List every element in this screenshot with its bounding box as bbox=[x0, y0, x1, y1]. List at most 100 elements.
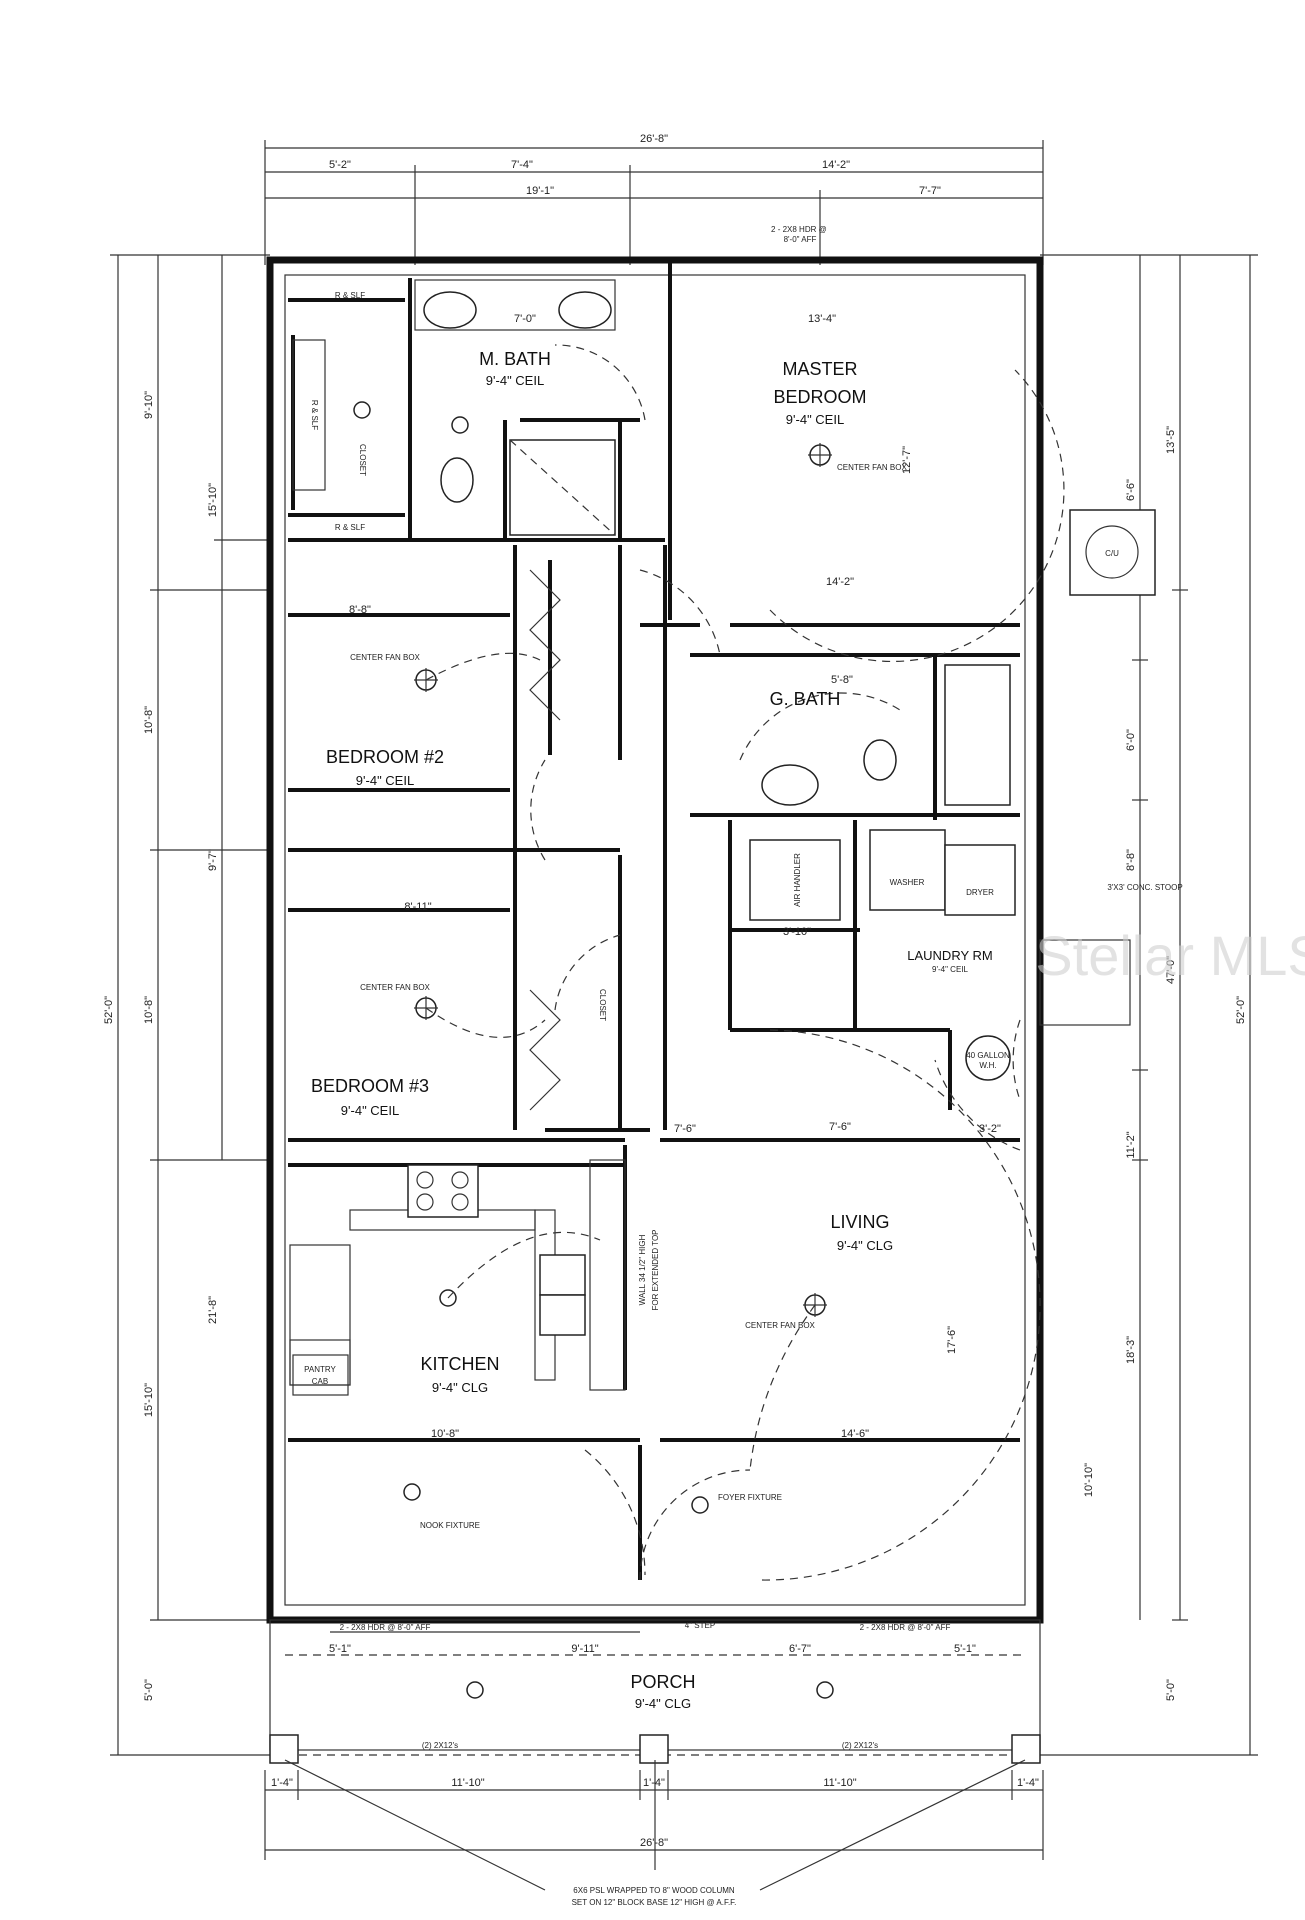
laundry-label: LAUNDRY RM bbox=[907, 948, 992, 963]
dim-right-1: 13'-5" bbox=[1165, 426, 1177, 454]
dim-right-9: 5'-0" bbox=[1165, 1679, 1177, 1701]
mbath-ceil: 9'-4" CEIL bbox=[486, 373, 544, 388]
dim-right-3: 6'-0" bbox=[1125, 729, 1137, 751]
dim-bed3-w: 8'-11" bbox=[404, 901, 431, 913]
closet-doors bbox=[529, 569, 561, 1111]
light-icon bbox=[466, 1681, 484, 1699]
dim-mid-76b: 7'-6" bbox=[829, 1121, 851, 1133]
living-ceil: 9'-4" CLG bbox=[837, 1238, 893, 1253]
dim-mid-76: 7'-6" bbox=[674, 1123, 696, 1135]
dryer-label: DRYER bbox=[966, 888, 994, 897]
dim-master-w: 13'-4" bbox=[808, 313, 836, 325]
top-dimensions: 26'-8" 5'-2" 7'-4" 14'-2" 19'-1" 7'-7" 2… bbox=[264, 133, 1044, 265]
overall-width-top: 26'-8" bbox=[640, 133, 668, 145]
misc-labels: R & SLF R & SLF R & SLF CLOSET CLOSET CE… bbox=[292, 291, 907, 1530]
bot-dim-c1: 1'-4" bbox=[271, 1777, 293, 1789]
exterior-walls bbox=[266, 256, 1044, 1624]
air-handler bbox=[749, 839, 841, 921]
interior-walls bbox=[288, 262, 1020, 1580]
porch-column-left bbox=[269, 1734, 299, 1764]
mbath-toilet bbox=[440, 457, 474, 503]
gbath-label: G. BATH bbox=[770, 689, 841, 709]
mbath-sink-2 bbox=[558, 291, 612, 329]
wall-note-2: FOR EXTENDED TOP bbox=[651, 1229, 660, 1310]
porch-label: PORCH bbox=[630, 1672, 695, 1692]
dim-master-h: 12'-7" bbox=[901, 446, 913, 474]
left-dimensions: 52'-0" 9'-10" 10'-8" 10'-8" 15'-10" 5'-0… bbox=[103, 254, 270, 1756]
inner-dimensions: 7'-0" 13'-4" 12'-7" 14'-2" 8'-8" 8'-11" … bbox=[349, 313, 1001, 1440]
dim-top-5: 7'-7" bbox=[919, 185, 941, 197]
door-swings bbox=[530, 344, 1065, 1581]
dim-left-7: 15'-10" bbox=[143, 1383, 155, 1417]
dim-right-6: 11'-2" bbox=[1125, 1131, 1137, 1158]
porch-dim-l: 5'-1" bbox=[329, 1643, 351, 1655]
overall-width-bottom: 26'-8" bbox=[640, 1837, 668, 1849]
washer bbox=[869, 829, 946, 911]
dim-top-2: 7'-4" bbox=[511, 159, 533, 171]
hdr-note-top: 2 - 2X8 HDR @ 8'-0" AFF bbox=[771, 225, 829, 244]
dim-living-h: 17'-6" bbox=[946, 1326, 958, 1354]
dim-left-6: 21'-8" bbox=[207, 1296, 219, 1324]
light-icon bbox=[451, 416, 469, 434]
fixtures bbox=[353, 401, 834, 1699]
washer-label: WASHER bbox=[890, 878, 925, 887]
light-icon bbox=[816, 1681, 834, 1699]
gbath-toilet bbox=[863, 739, 897, 781]
gbath-tub bbox=[944, 664, 1011, 806]
ac-unit: C/U bbox=[1069, 509, 1156, 596]
closet-label-2: CLOSET bbox=[598, 989, 607, 1021]
light-icon bbox=[353, 401, 371, 419]
range-cooktop bbox=[407, 1164, 479, 1218]
kitchen-label: KITCHEN bbox=[420, 1354, 499, 1374]
dim-mbath-w: 7'-0" bbox=[514, 313, 536, 325]
bed3-ceil: 9'-4" CEIL bbox=[341, 1103, 399, 1118]
pantry-label-1: PANTRY bbox=[304, 1365, 336, 1374]
hdr-note-top-l1: 2 - 2X8 HDR @ bbox=[771, 225, 827, 234]
dim-gbath-w: 5'-8" bbox=[831, 674, 853, 686]
kitchen-ceil: 9'-4" CLG bbox=[432, 1380, 488, 1395]
light-icon bbox=[691, 1496, 709, 1514]
dim-left-8: 5'-0" bbox=[143, 1679, 155, 1701]
hdr-porch-right: 2 - 2X8 HDR @ 8'-0" AFF bbox=[860, 1623, 951, 1632]
bed2-fan-note: CENTER FAN BOX bbox=[350, 653, 420, 662]
dryer bbox=[944, 844, 1016, 916]
porch-dim-r2: 5'-1" bbox=[954, 1643, 976, 1655]
hdr-note-top-l2: 8'-0" AFF bbox=[784, 235, 817, 244]
bed3-fan-note: CENTER FAN BOX bbox=[360, 983, 430, 992]
mbath-label: M. BATH bbox=[479, 349, 551, 369]
column-note-l1: 6X6 PSL WRAPPED TO 8" WOOD COLUMN bbox=[573, 1886, 735, 1895]
dim-living-w: 14'-6" bbox=[841, 1428, 869, 1440]
living-fan-note: CENTER FAN BOX bbox=[745, 1321, 815, 1330]
beam-left: (2) 2X12's bbox=[422, 1741, 458, 1750]
dim-left-2: 15'-10" bbox=[207, 483, 219, 517]
dim-left-5: 10'-8" bbox=[143, 996, 155, 1024]
master-label-1: MASTER bbox=[782, 359, 857, 379]
dim-top-4: 19'-1" bbox=[526, 185, 554, 197]
overall-depth-right: 52'-0" bbox=[1235, 996, 1247, 1024]
beam-right: (2) 2X12's bbox=[842, 1741, 878, 1750]
light-icon bbox=[403, 1483, 421, 1501]
master-fan-note: CENTER FAN BOX bbox=[837, 463, 907, 472]
dim-left-1: 9'-10" bbox=[143, 391, 155, 419]
porch-column-right bbox=[1011, 1734, 1041, 1764]
nook-note: NOOK FIXTURE bbox=[420, 1521, 480, 1530]
right-dimensions: 52'-0" 13'-5" 47'-0" 5'-0" 6'-6" 6'-0" 8… bbox=[1040, 254, 1258, 1756]
overall-depth-left: 52'-0" bbox=[103, 996, 115, 1024]
closet-label-1: CLOSET bbox=[358, 444, 367, 476]
watermark: Stellar MLS bbox=[1035, 924, 1305, 987]
dim-laundry-w: 3'-10" bbox=[783, 926, 811, 938]
water-heater bbox=[965, 1035, 1011, 1081]
dim-right-8: 10'-10" bbox=[1083, 1463, 1095, 1497]
rslf-top: R & SLF bbox=[335, 291, 365, 300]
dim-bed2-w: 8'-8" bbox=[349, 604, 371, 616]
gbath-sink bbox=[761, 764, 819, 806]
dim-right-5: 47'-0" bbox=[1165, 956, 1177, 984]
dim-mid-32: 3'-2" bbox=[979, 1123, 1001, 1135]
stoop bbox=[1039, 939, 1131, 1026]
porch-column-mid bbox=[639, 1734, 669, 1764]
mbath-sink-1 bbox=[423, 291, 477, 329]
dim-top-1: 5'-2" bbox=[329, 159, 351, 171]
master-label-2: BEDROOM bbox=[773, 387, 866, 407]
dim-kitchen-w: 10'-8" bbox=[431, 1428, 459, 1440]
bed3-label: BEDROOM #3 bbox=[311, 1076, 429, 1096]
